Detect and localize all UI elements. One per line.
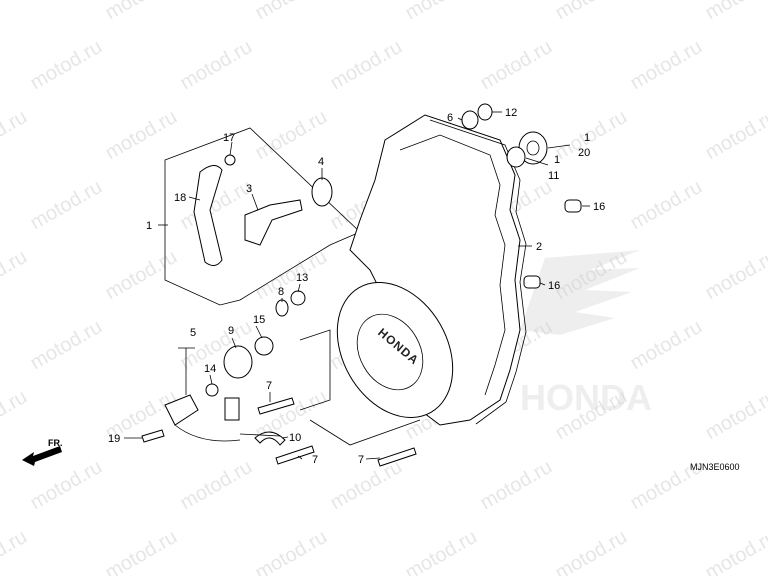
watermark-text: motod.ru xyxy=(27,36,106,95)
watermark-text: motod.ru xyxy=(0,386,31,445)
o-ring-13 xyxy=(290,290,306,306)
callout-4: 4 xyxy=(318,156,324,168)
callout-13: 13 xyxy=(296,272,308,284)
watermark-text: motod.ru xyxy=(702,386,768,445)
watermark-text: motod.ru xyxy=(0,0,31,24)
watermark-text: motod.ru xyxy=(0,106,31,165)
collar-16-upper xyxy=(564,199,582,213)
watermark-text: motod.ru xyxy=(102,106,181,165)
callout-2: 2 xyxy=(536,241,542,253)
crankcase-cover-body xyxy=(349,114,521,426)
background-logo-text: HONDA xyxy=(520,377,652,418)
sensor-5 xyxy=(164,394,199,426)
watermark-text: motod.ru xyxy=(102,246,181,305)
front-marker-label: FR. xyxy=(48,438,63,448)
callout-1-upper: 1 xyxy=(584,132,590,144)
watermark-text: motod.ru xyxy=(477,36,556,95)
watermark-text: motod.ru xyxy=(627,36,706,95)
water-hose-18 xyxy=(193,165,223,266)
watermark-text: motod.ru xyxy=(402,0,481,24)
watermark-text: motod.ru xyxy=(0,526,31,576)
callout-16-lower: 16 xyxy=(548,280,560,292)
oil-seal-11 xyxy=(506,146,526,168)
callout-15: 15 xyxy=(253,314,265,326)
sensor-wire xyxy=(174,424,241,442)
watermark-text: motod.ru xyxy=(327,36,406,95)
bolt-7-c xyxy=(377,447,417,467)
collar-16-lower xyxy=(523,275,541,289)
plug-9 xyxy=(223,345,253,379)
callout-7-a: 7 xyxy=(266,380,272,392)
callout-16-upper: 16 xyxy=(593,201,605,213)
bearing-inner xyxy=(526,140,540,156)
watermark-text: motod.ru xyxy=(27,316,106,375)
watermark-text: motod.ru xyxy=(702,246,768,305)
assembly-outline-1 xyxy=(164,127,361,306)
watermark-text: motod.ru xyxy=(477,456,556,515)
watermark-text: motod.ru xyxy=(177,456,256,515)
watermark-text: motod.ru xyxy=(252,526,331,576)
diagram-code: MJN3E0600 xyxy=(690,462,740,472)
callout-7-c: 7 xyxy=(358,454,364,466)
sensor-connector xyxy=(224,397,240,421)
o-ring-15 xyxy=(254,336,274,356)
watermark-text: motod.ru xyxy=(702,0,768,24)
watermark-text: motod.ru xyxy=(702,526,768,576)
watermark-text: motod.ru xyxy=(552,0,631,24)
impeller-shaft-3 xyxy=(244,199,303,246)
callout-1-left: 1 xyxy=(146,220,152,232)
bolt-8 xyxy=(275,299,289,317)
watermark-text: motod.ru xyxy=(627,176,706,235)
bolt-7-b xyxy=(275,445,315,465)
watermark-text: motod.ru xyxy=(552,106,631,165)
callout-17: 17 xyxy=(223,132,235,144)
watermark-text: motod.ru xyxy=(27,176,106,235)
bolt-7-a xyxy=(257,397,295,415)
dowel-pin-6 xyxy=(461,110,479,130)
callout-1-mid: 1 xyxy=(554,154,560,166)
callout-8: 8 xyxy=(278,286,284,298)
watermark-text: motod.ru xyxy=(627,316,706,375)
watermark-text: motod.ru xyxy=(177,36,256,95)
bolt-19 xyxy=(141,429,165,443)
gasket-inner xyxy=(399,134,506,396)
callout-6: 6 xyxy=(447,112,453,124)
watermark-text: motod.ru xyxy=(102,526,181,576)
watermark-text: motod.ru xyxy=(702,106,768,165)
watermark-text: motod.ru xyxy=(252,0,331,24)
watermark-text: motod.ru xyxy=(0,246,31,305)
emblem-ring xyxy=(356,313,424,391)
callout-18: 18 xyxy=(174,192,186,204)
callout-14: 14 xyxy=(204,363,216,375)
clutch-cover xyxy=(336,281,454,419)
callout-3: 3 xyxy=(246,183,252,195)
leader-lines xyxy=(124,111,590,460)
watermark-text: motod.ru xyxy=(327,456,406,515)
callout-19: 19 xyxy=(108,433,120,445)
callout-7-b: 7 xyxy=(312,454,318,466)
background-wing-logo: HONDA xyxy=(520,250,652,418)
callout-10: 10 xyxy=(289,432,301,444)
callout-5: 5 xyxy=(190,327,196,339)
watermark-text: motod.ru xyxy=(27,456,106,515)
hose-clamp-17 xyxy=(224,154,236,166)
callout-12: 12 xyxy=(505,107,517,119)
o-ring-12 xyxy=(477,103,493,121)
callout-labels: 1 1 1 2 3 4 5 6 7 7 7 8 9 10 11 12 13 14… xyxy=(108,107,605,466)
washer-14 xyxy=(205,383,219,397)
watermark-text: motod.ru xyxy=(552,526,631,576)
callout-9: 9 xyxy=(228,325,234,337)
front-direction-marker: FR. xyxy=(22,438,63,466)
watermark-text: motod.ru xyxy=(102,0,181,24)
callout-20: 20 xyxy=(578,147,590,159)
mechanical-seal-4 xyxy=(311,177,333,207)
watermark-text: motod.ru xyxy=(402,526,481,576)
callout-11: 11 xyxy=(548,170,559,182)
